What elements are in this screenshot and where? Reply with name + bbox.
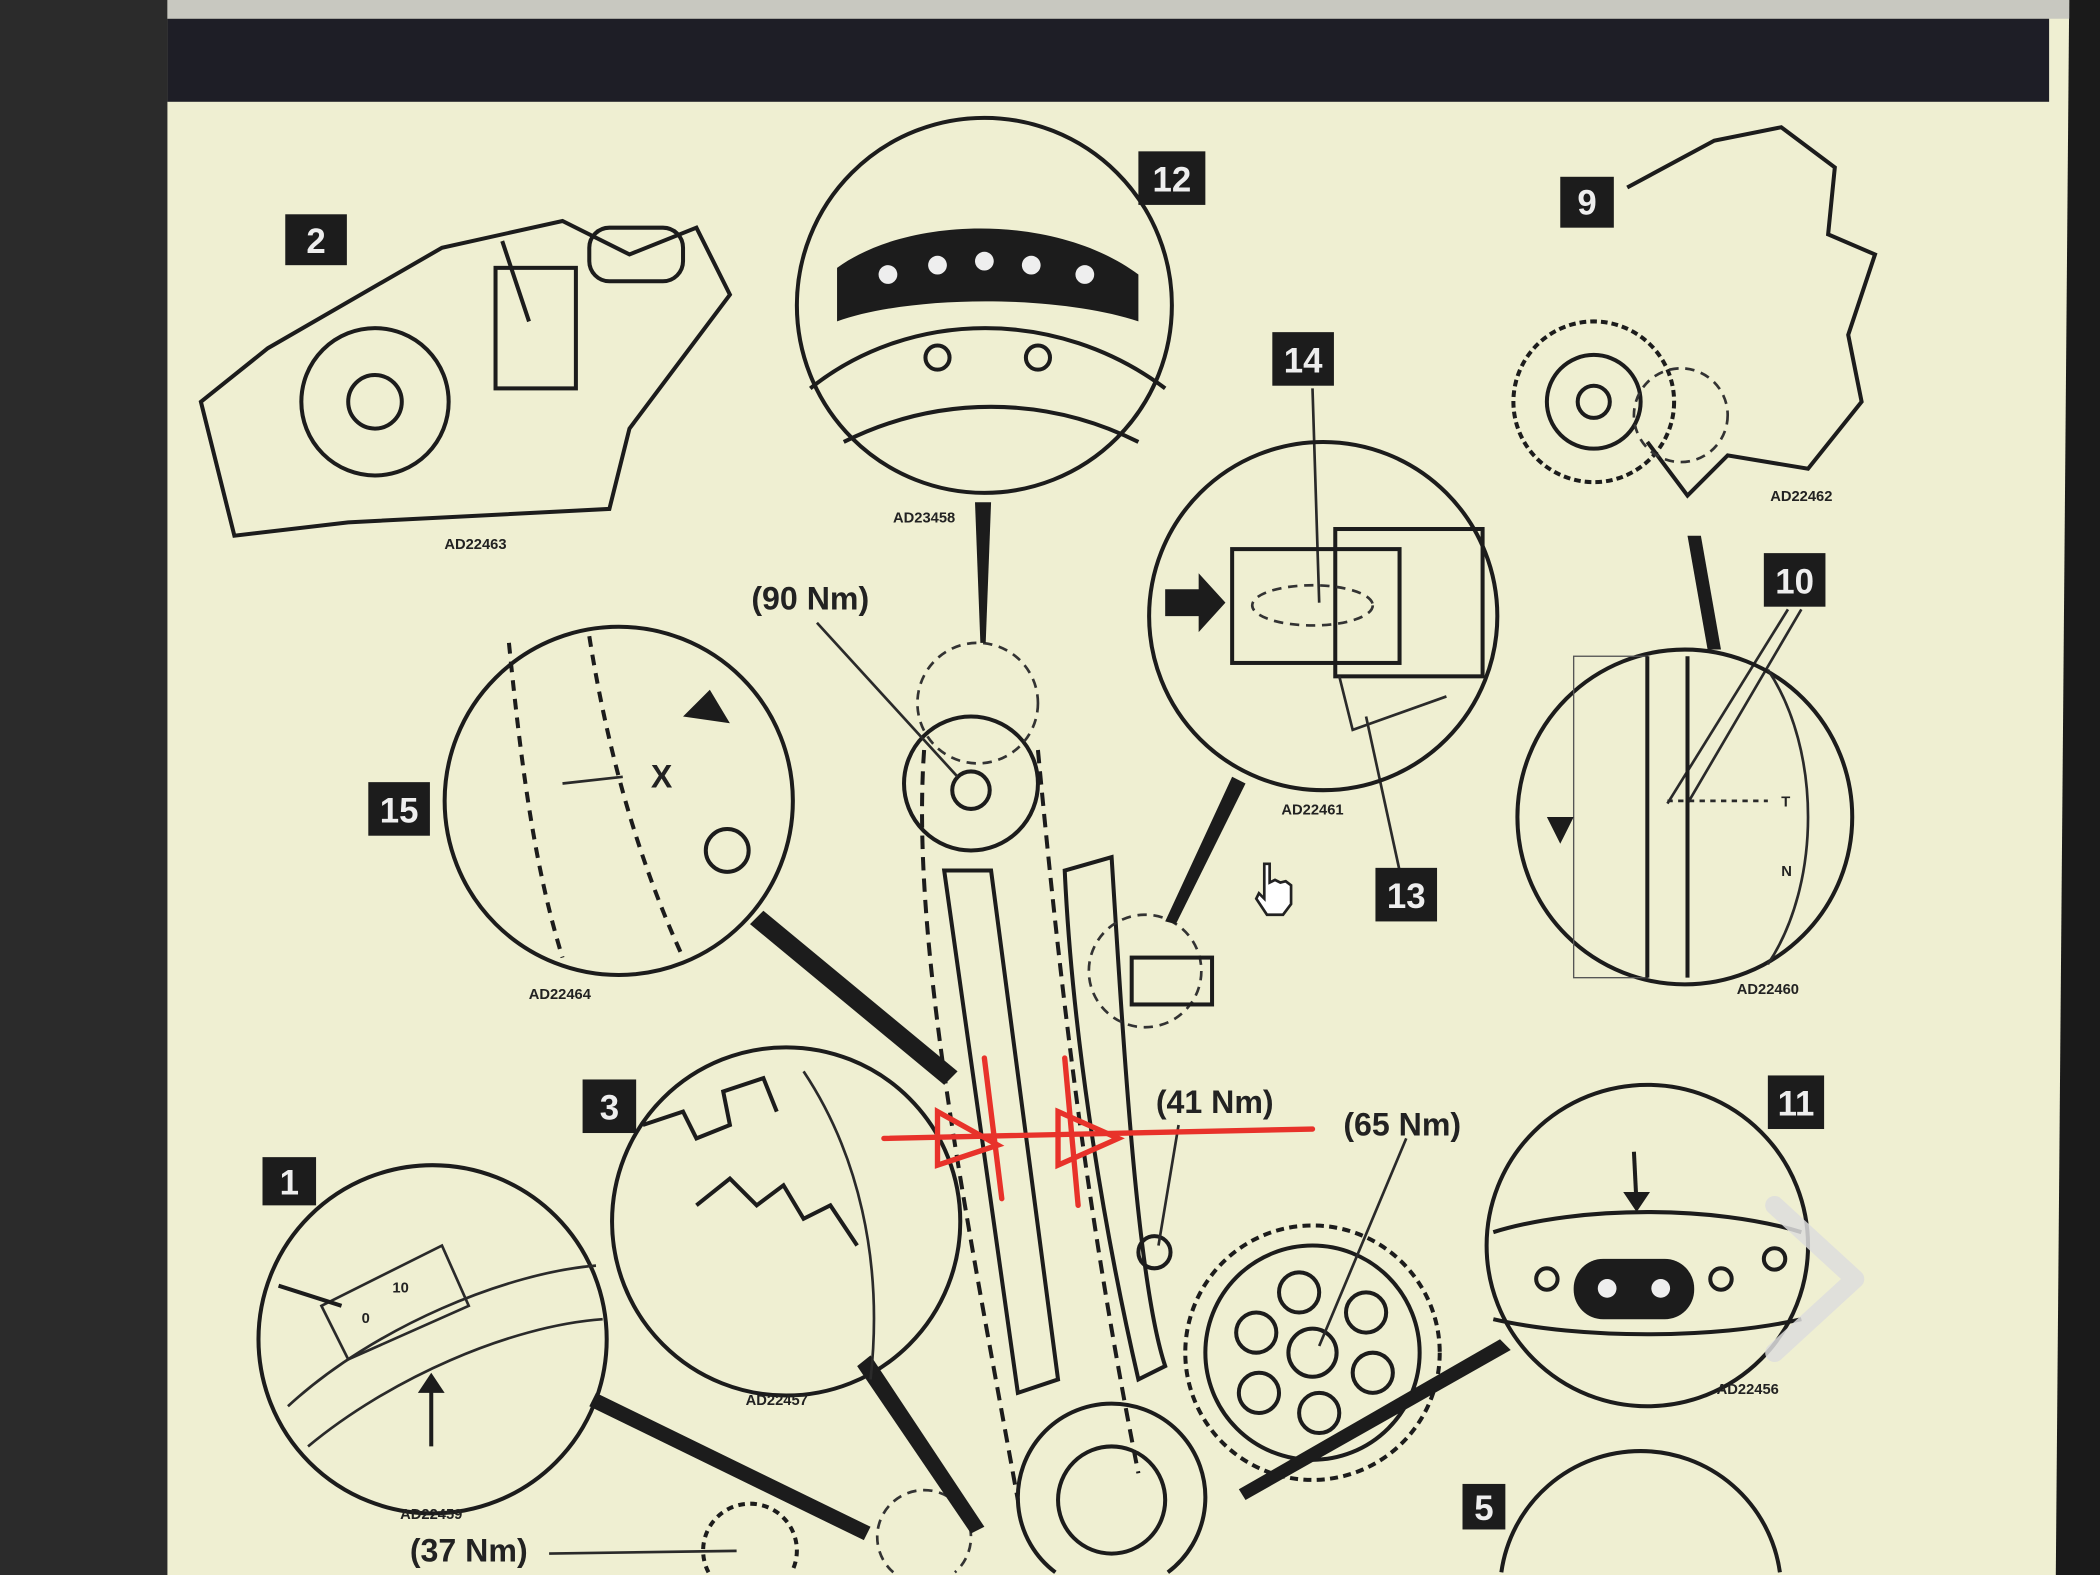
callout-14-badge <box>1272 332 1334 386</box>
callout-12-badge <box>1138 151 1206 205</box>
timing-mark-t: T <box>1781 794 1790 810</box>
left-background <box>0 0 168 1575</box>
callout-15-number: 15 <box>380 791 419 830</box>
torque-41nm-label: (41 Nm) <box>1156 1084 1274 1120</box>
callout-10-code: AD22460 <box>1737 982 1799 998</box>
top-dark-bar <box>167 18 2050 102</box>
callout-10-timing-marks <box>1515 647 1855 987</box>
timing-chain <box>701 641 1442 1574</box>
callout-14-tensioner-detail <box>1147 439 1500 793</box>
torque-37nm-label: (37 Nm) <box>410 1533 528 1569</box>
callout-9-oil-pump <box>1511 125 1878 499</box>
dimension-x-mark: X <box>651 759 673 795</box>
callout-1-badge <box>262 1157 317 1206</box>
callout-2-badge <box>285 214 347 266</box>
callout-12-code: AD23458 <box>893 510 955 526</box>
callout-9-code: AD22462 <box>1770 489 1832 505</box>
callout-3-number: 3 <box>600 1089 619 1128</box>
callout-2-code: AD22463 <box>444 537 506 553</box>
callout-15-code: AD22464 <box>529 987 592 1003</box>
callout-14-number: 14 <box>1284 341 1323 380</box>
callout-10-badge <box>1763 553 1826 607</box>
scale-10-label: 10 <box>392 1280 408 1296</box>
torque-90nm-label: (90 Nm) <box>751 580 869 616</box>
callout-14-code: AD22461 <box>1281 802 1343 818</box>
callout-10-number: 10 <box>1775 562 1814 601</box>
screen-top-edge <box>167 0 2070 19</box>
callout-5-circle <box>1499 1449 1782 1573</box>
callout-3-code: AD22457 <box>746 1393 808 1409</box>
callout-3-sprocket-detail <box>610 1045 963 1398</box>
callout-15-badge <box>368 782 430 836</box>
callout-9-badge <box>1560 176 1614 228</box>
callout-5-number: 5 <box>1474 1489 1493 1528</box>
callout-9-number: 9 <box>1577 183 1596 222</box>
callout-1-code: AD22459 <box>400 1507 462 1523</box>
callout-2-engine-view <box>198 218 733 538</box>
callout-13-badge <box>1375 867 1438 922</box>
callout-1-degree-scale <box>256 1163 609 1516</box>
callout-2-number: 2 <box>306 222 325 261</box>
callout-12-number: 12 <box>1153 161 1192 200</box>
callout-11-code: AD22456 <box>1717 1382 1779 1398</box>
callout-5-badge <box>1462 1483 1506 1530</box>
callout-11-number: 11 <box>1778 1085 1815 1124</box>
next-arrow-chevron-icon[interactable] <box>1765 1195 1865 1363</box>
callout-12-chain-detail <box>794 115 1174 495</box>
callout-11-chain-link <box>1484 1082 1811 1409</box>
callout-15-chain-guide <box>442 624 795 978</box>
callout-13-number: 13 <box>1387 877 1426 916</box>
torque-65nm-label: (65 Nm) <box>1343 1107 1461 1143</box>
leader-lines <box>549 388 1803 1555</box>
callout-11-badge <box>1767 1075 1825 1130</box>
callout-1-number: 1 <box>280 1164 299 1203</box>
scale-0-label: 0 <box>362 1311 370 1327</box>
hand-pointer-cursor-icon <box>1254 862 1293 917</box>
callout-3-badge <box>582 1079 637 1134</box>
screen-paper <box>167 0 2070 1575</box>
red-annotation-markup <box>881 1055 1316 1209</box>
timing-mark-n: N <box>1781 864 1792 880</box>
